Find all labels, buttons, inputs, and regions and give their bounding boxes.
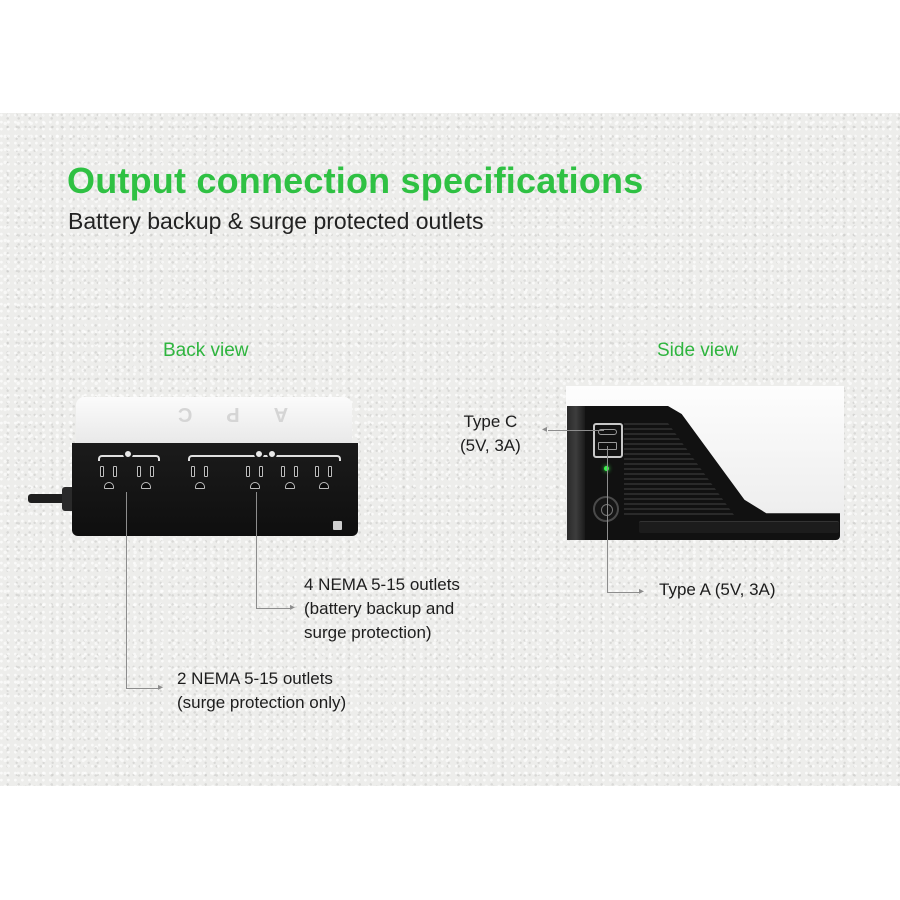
callout-type-a: Type A (5V, 3A) [659,578,776,602]
device-top-cover [76,397,352,443]
usb-port-icon [333,521,342,530]
nema-outlet-surge-1 [98,466,120,496]
battery-group-bracket [188,455,341,461]
callout-line: (battery backup and [304,599,455,618]
callout-line: (surge protection only) [177,693,347,712]
nema-outlet-surge-2 [135,466,157,496]
usb-c-port [598,429,617,435]
nema-outlet-battery-4 [313,466,335,496]
leader-line-type-a-vertical [607,446,608,592]
side-view-label: Side view [657,340,739,361]
leader-line-surge-horizontal [126,688,160,689]
leader-line-type-c [548,430,604,431]
callout-line: surge protection) [304,623,432,642]
device-back-panel [72,443,358,536]
apc-logo: APC [143,403,289,425]
surge-icon [267,449,277,459]
battery-icon [254,449,264,459]
device-side-edge [567,406,585,540]
nema-outlet-battery-3 [279,466,301,496]
callout-line: 4 NEMA 5-15 outlets [304,575,460,594]
page-title: Output connection specifications [67,160,644,201]
callout-line: (5V, 3A) [460,436,521,455]
leader-line-surge-vertical [126,492,127,688]
callout-type-c: Type C (5V, 3A) [460,410,521,458]
power-cord [28,494,74,503]
power-button-icon [593,496,619,522]
callout-line: Type A (5V, 3A) [659,580,776,599]
device-foot [639,521,839,533]
nema-outlet-battery-1 [189,466,211,496]
leader-line-battery-horizontal [256,608,292,609]
arrow-right-icon: ▸ [639,586,645,597]
nema-outlet-battery-2 [244,466,266,496]
page-subtitle: Battery backup & surge protected outlets [68,208,484,234]
surge-icon [123,449,133,459]
callout-line: Type C [463,412,518,431]
arrow-left-icon: ◂ [542,424,548,435]
callout-surge-outlets: 2 NEMA 5-15 outlets (surge protection on… [177,667,346,715]
callout-line: 2 NEMA 5-15 outlets [177,669,333,688]
status-led-icon [604,466,609,471]
leader-line-battery-vertical [256,492,257,608]
arrow-right-icon: ▸ [290,602,296,613]
leader-line-type-a-horizontal [607,592,641,593]
callout-battery-outlets: 4 NEMA 5-15 outlets (battery backup and … [304,573,460,645]
usb-port-bezel [593,423,623,458]
arrow-right-icon: ▸ [158,682,164,693]
back-view-label: Back view [163,340,249,361]
